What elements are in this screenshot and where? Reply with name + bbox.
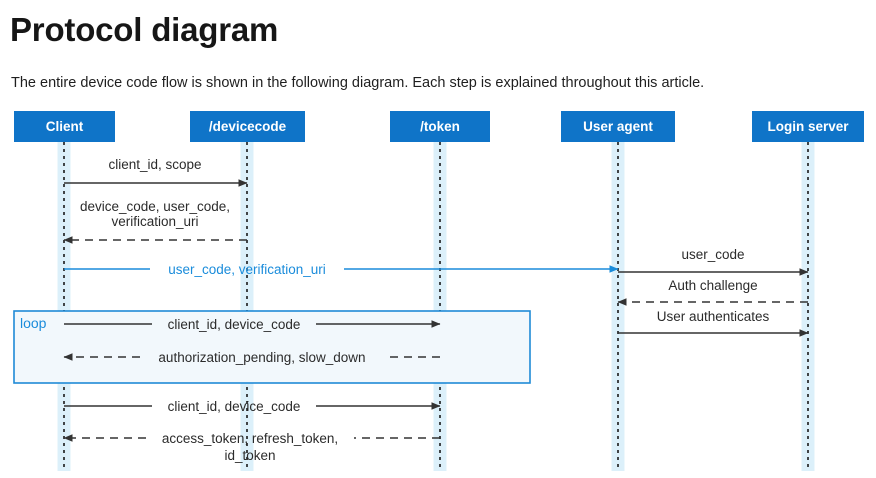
frames-layer: loop <box>13 310 531 384</box>
message-label: Auth challenge <box>668 278 757 293</box>
message-label: verification_uri <box>111 214 198 229</box>
message-label: device_code, user_code, <box>80 199 230 214</box>
lifeline-useragent <box>611 142 625 471</box>
message-label: id_token <box>224 448 275 463</box>
msg-client-token-poll-final: client_id, device_code <box>64 399 441 414</box>
msg-token-client-tokens: access_token, refresh_token, id_token <box>63 431 440 463</box>
msg-useragent-loginserver-authenticates: User authenticates <box>618 309 809 337</box>
msg-client-token-poll: client_id, device_code <box>64 317 441 332</box>
message-label: client_id, device_code <box>168 317 301 332</box>
message-label: access_token, refresh_token, <box>162 431 338 446</box>
lifeline-token <box>433 142 447 471</box>
msg-devicecode-client-response: device_code, user_code,verification_uri <box>63 199 247 244</box>
participant-client[interactable]: Client <box>14 111 115 142</box>
page-title: Protocol diagram <box>10 11 279 48</box>
message-label: User authenticates <box>657 309 770 324</box>
participant-label: Client <box>46 119 84 134</box>
participant-useragent[interactable]: User agent <box>561 111 675 142</box>
message-label: client_id, scope <box>108 157 201 172</box>
message-label: authorization_pending, slow_down <box>158 350 365 365</box>
msg-client-useragent-usercode: user_code, verification_uri <box>64 262 619 277</box>
lifeline-loginserver <box>801 142 815 471</box>
page-subtitle: The entire device code flow is shown in … <box>11 75 705 91</box>
msg-loginserver-useragent-authchallenge: Auth challenge <box>617 278 808 306</box>
participant-label: /token <box>420 119 460 134</box>
message-label: client_id, device_code <box>168 399 301 414</box>
loop-frame: loop <box>13 310 531 384</box>
sequence-diagram-container: loop client_id, scope device_code, user_c… <box>0 105 876 478</box>
lifeline-devicecode <box>240 142 254 471</box>
participant-label: /devicecode <box>209 119 287 134</box>
lifelines-layer <box>57 142 815 471</box>
messages-layer: client_id, scope device_code, user_code,v… <box>63 157 809 463</box>
sequence-diagram: loop client_id, scope device_code, user_c… <box>13 111 864 471</box>
participant-loginserver[interactable]: Login server <box>752 111 864 142</box>
message-label: user_code <box>681 247 744 262</box>
participant-devicecode[interactable]: /devicecode <box>190 111 305 142</box>
msg-client-devicecode-request: client_id, scope <box>64 157 248 187</box>
lifeline-client <box>57 142 71 471</box>
message-label: user_code, verification_uri <box>168 262 326 277</box>
participant-token[interactable]: /token <box>390 111 490 142</box>
participant-label: User agent <box>583 119 653 134</box>
participants-layer: Client/devicecode/token User agent Login s… <box>14 111 864 142</box>
participant-label: Login server <box>767 119 849 134</box>
msg-useragent-loginserver-usercode: user_code <box>618 247 809 276</box>
msg-token-client-pending: authorization_pending, slow_down <box>63 350 440 365</box>
frame-label: loop <box>20 315 47 331</box>
